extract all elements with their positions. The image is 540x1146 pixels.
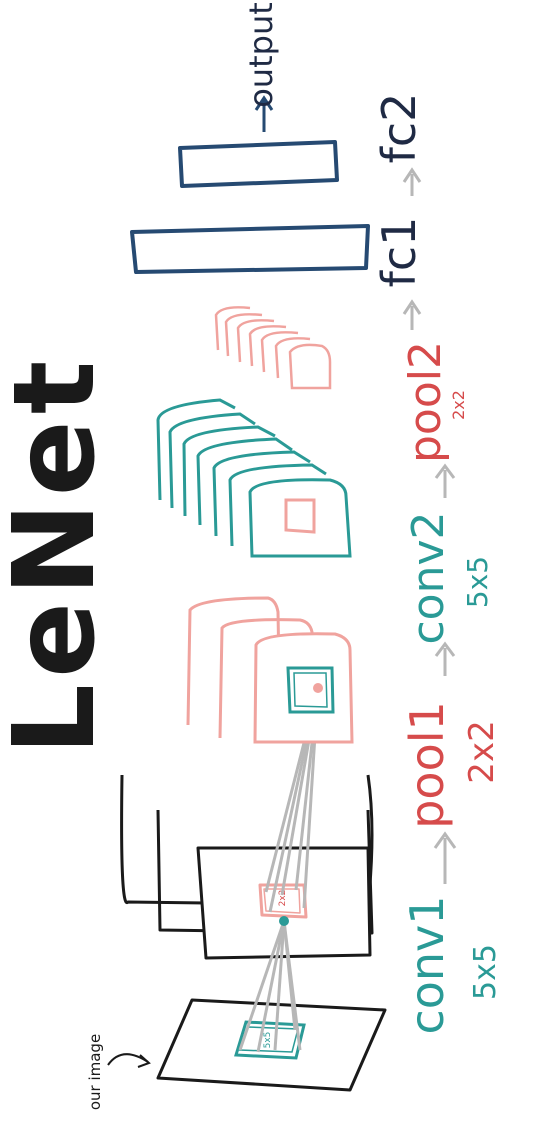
pool1-conv-window [286, 666, 335, 714]
input-image: 5x5 [156, 998, 387, 1092]
fc2-bar [178, 140, 339, 188]
conv1-pool-window [258, 883, 308, 919]
conv1-pool-label: 2x2 [278, 890, 288, 907]
input-kernel-label: 5x5 [263, 1032, 273, 1049]
pool1-detail: 2x2 [462, 720, 502, 783]
pool1-maps [186, 596, 354, 744]
conv2-detail: 5x5 [461, 556, 494, 608]
layer-labels: conv1 5x5 pool1 2x2 conv2 5x5 pool2 2x2 [372, 93, 503, 1035]
pool2-detail: 2x2 [449, 390, 468, 420]
title-text: LeNet [0, 355, 120, 756]
conv1-detail: 5x5 [468, 944, 503, 1000]
pool1-label: pool1 [400, 701, 454, 829]
conv2-pool-window [284, 498, 316, 534]
arrow-conv2-pool2-icon [434, 463, 456, 498]
output-arrow-icon [254, 95, 274, 132]
fc1-label: fc1 [372, 217, 426, 288]
pool2-label: pool2 [400, 341, 451, 463]
connections-input-conv1 [238, 920, 302, 1053]
fc2-label: fc2 [372, 93, 426, 164]
pool1-neuron [313, 683, 323, 693]
pool2-maps [214, 306, 332, 390]
arrow-fc1-fc2-icon [402, 167, 422, 196]
conv1-maps [120, 774, 374, 960]
arrow-pool2-fc1-icon [402, 299, 422, 330]
output-label: output [242, 2, 280, 108]
conv2-label: conv2 [403, 511, 454, 644]
conv1-neuron [279, 916, 289, 926]
conv1-label: conv1 [400, 895, 454, 1034]
arrow-conv1-pool1-icon [433, 831, 457, 884]
input-note: our image [86, 1034, 151, 1110]
input-note-text: our image [86, 1034, 104, 1110]
title-group: LeNet [0, 355, 120, 756]
conv2-maps [156, 398, 352, 558]
arrow-pool1-conv2-icon [434, 641, 456, 676]
input-kernel-box [234, 1020, 306, 1060]
fc1-bar [130, 224, 370, 274]
